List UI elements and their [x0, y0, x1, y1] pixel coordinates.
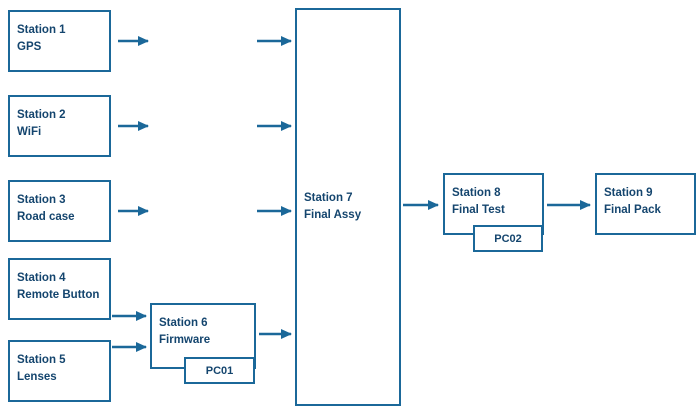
station2-title: Station 2	[17, 109, 66, 121]
station5-subtitle: Lenses	[17, 371, 57, 384]
pc01-label: PC01	[205, 364, 234, 377]
station2-subtitle: WiFi	[17, 126, 42, 139]
station8-title: Station 8	[452, 187, 501, 199]
station9-subtitle: Final Pack	[604, 204, 661, 217]
station7-title: Station 7	[304, 191, 353, 204]
station7-node: Station 7 Final Assy	[295, 8, 401, 406]
pc02-label: PC02	[494, 232, 522, 245]
station3-node: Station 3 Road case	[8, 180, 111, 242]
station8-subtitle: Final Test	[452, 204, 505, 217]
station3-subtitle: Road case	[17, 211, 75, 224]
station1-node: Station 1 GPS	[8, 10, 111, 72]
station4-node: Station 4 Remote Button	[8, 258, 111, 320]
station1-subtitle: GPS	[17, 41, 42, 54]
pc01-node: PC01	[184, 357, 255, 384]
station9-node: Station 9 Final Pack	[595, 173, 696, 235]
station6-title: Station 6	[159, 317, 208, 329]
station5-node: Station 5 Lenses	[8, 340, 111, 402]
station9-title: Station 9	[604, 187, 653, 199]
station4-title: Station 4	[17, 272, 66, 284]
station6-subtitle: Firmware	[159, 334, 211, 347]
pc02-node: PC02	[473, 225, 543, 252]
station7-subtitle: Final Assy	[304, 209, 362, 221]
station1-title: Station 1	[17, 24, 66, 36]
station8-node: Station 8 Final Test	[443, 173, 544, 235]
station3-title: Station 3	[17, 194, 66, 206]
station4-subtitle: Remote Button	[17, 289, 100, 302]
station2-node: Station 2 WiFi	[8, 95, 111, 157]
station5-title: Station 5	[17, 354, 66, 366]
